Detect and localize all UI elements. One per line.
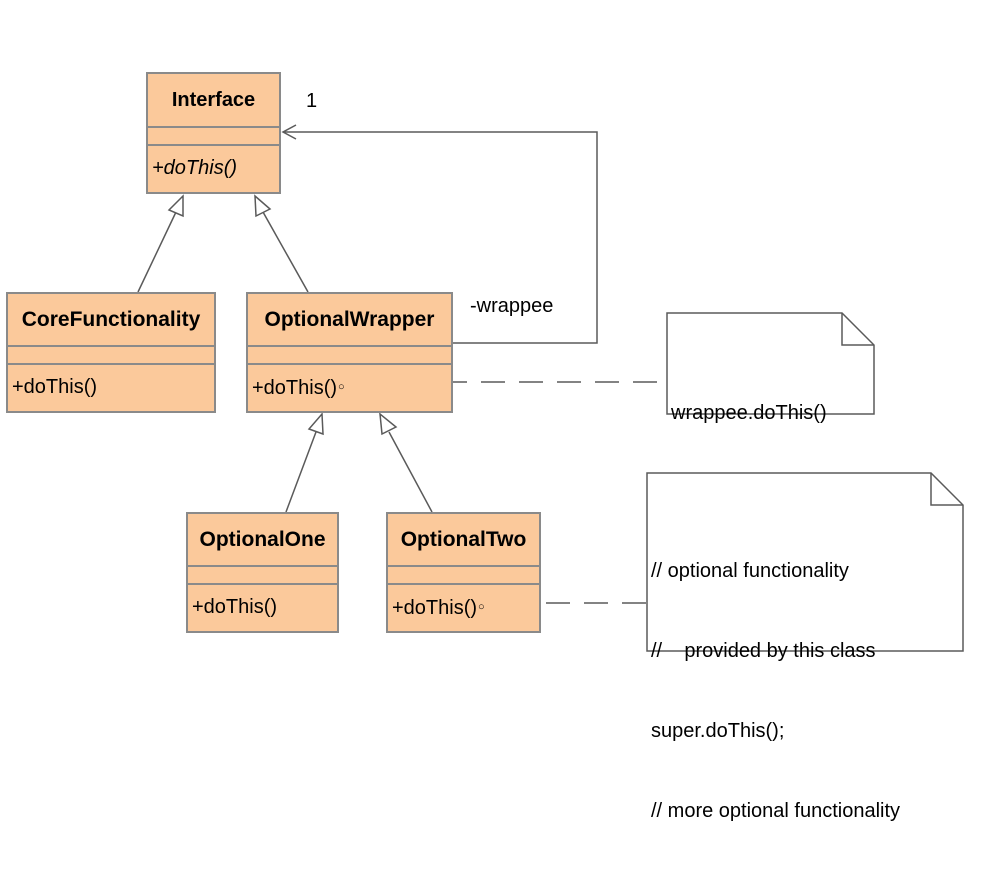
- note-shape: [666, 312, 875, 415]
- generalization-arrowhead: [379, 412, 398, 436]
- class-operation: +doThis(): [188, 583, 337, 631]
- generalization-one-wrapper: [285, 431, 317, 513]
- class-interface[interactable]: Interface +doThis(): [146, 72, 281, 194]
- class-operation-row: +doThis()○: [388, 583, 539, 631]
- class-optional-wrapper[interactable]: OptionalWrapper +doThis()○: [246, 292, 453, 413]
- class-operation: +doThis(): [392, 597, 478, 619]
- class-attributes: [248, 345, 451, 363]
- note-text-line: super.doThis();: [651, 720, 785, 742]
- generalization-arrowhead: [307, 412, 324, 436]
- note-marker-icon: ○: [478, 601, 485, 613]
- class-optional-one[interactable]: OptionalOne +doThis(): [186, 512, 339, 633]
- class-attributes: [188, 565, 337, 583]
- class-name: Interface: [171, 89, 256, 111]
- class-operation: +doThis(): [252, 377, 338, 399]
- class-name: OptionalWrapper: [264, 308, 435, 331]
- generalization-arrowhead: [254, 194, 272, 218]
- class-core-functionality[interactable]: CoreFunctionality +doThis(): [6, 292, 216, 413]
- class-name: OptionalOne: [199, 528, 326, 551]
- class-operation: +doThis(): [8, 363, 214, 411]
- association-multiplicity: 1: [306, 90, 318, 112]
- class-operation-row: +doThis()○: [248, 363, 451, 411]
- note-marker-icon: ○: [338, 381, 345, 393]
- association-role: -wrappee: [470, 295, 554, 317]
- note-optional-two[interactable]: // optional functionality // provided by…: [646, 472, 964, 822]
- note-text-line: wrappee.doThis(): [671, 402, 827, 424]
- class-name: OptionalTwo: [400, 528, 527, 551]
- note-wrapper[interactable]: wrappee.doThis(): [666, 312, 875, 424]
- class-attributes: [148, 126, 279, 144]
- note-text-line: // optional functionality: [651, 560, 849, 582]
- note-shape: [646, 472, 964, 652]
- generalization-wrapper-interface: [262, 211, 309, 293]
- class-attributes: [388, 565, 539, 583]
- note-text-line: // provided by this class: [651, 640, 876, 662]
- generalization-core-interface: [137, 211, 177, 293]
- association-wrappee: [284, 131, 598, 344]
- note-text-line: // more optional functionality: [651, 800, 901, 822]
- association-arrowhead: [281, 124, 297, 140]
- class-attributes: [8, 345, 214, 363]
- generalization-arrowhead: [167, 194, 184, 218]
- connector-layer: [137, 124, 666, 604]
- class-operation: +doThis(): [148, 144, 279, 192]
- class-optional-two[interactable]: OptionalTwo +doThis()○: [386, 512, 541, 633]
- class-name: CoreFunctionality: [21, 308, 201, 331]
- generalization-two-wrapper: [388, 431, 433, 513]
